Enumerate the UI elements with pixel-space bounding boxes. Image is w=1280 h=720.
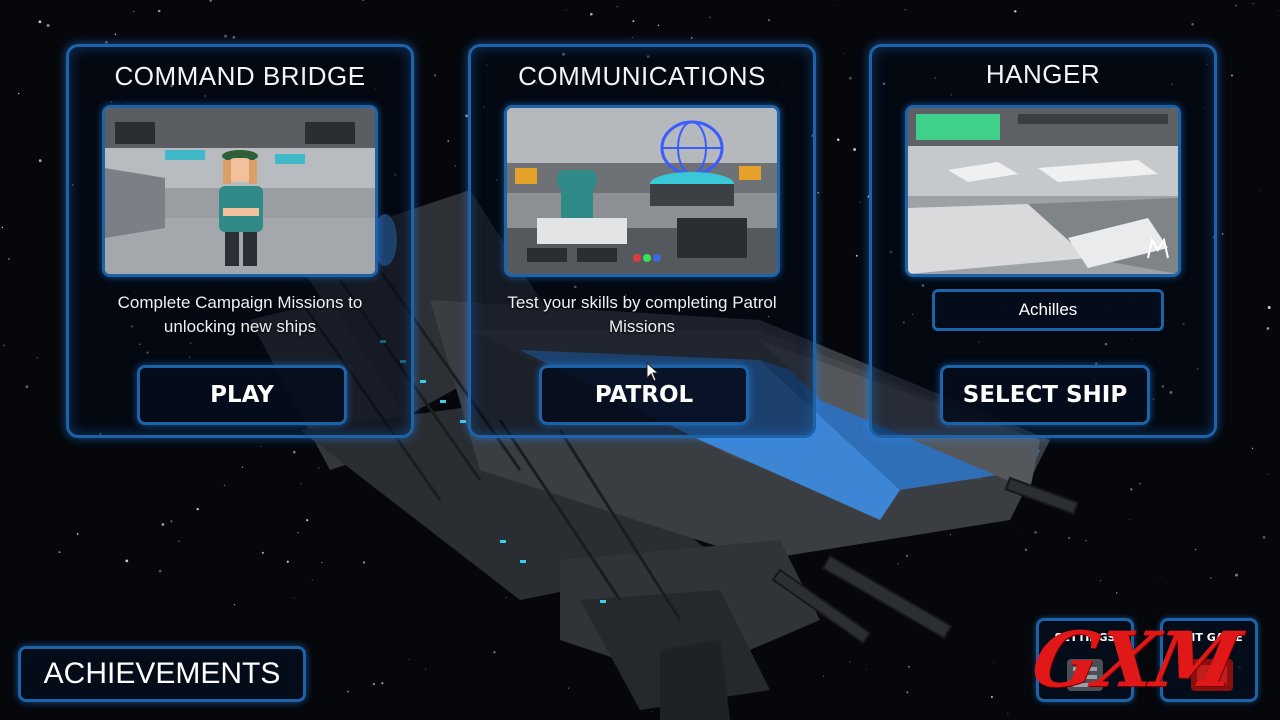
command-bridge-title: COMMAND BRIDGE: [114, 61, 366, 91]
exit-game-label: EXIT GAME: [1175, 631, 1243, 644]
settings-label: SETTINGS: [1054, 631, 1116, 644]
play-button[interactable]: PLAY: [137, 365, 347, 425]
selected-ship-dropdown[interactable]: Achilles: [932, 289, 1164, 331]
mouse-cursor-icon: [646, 362, 660, 382]
select-ship-button[interactable]: SELECT SHIP: [940, 365, 1150, 425]
command-bridge-description: Complete Campaign Missions to unlocking …: [117, 293, 363, 336]
communications-panel: COMMUNICATIONS: [468, 44, 816, 438]
communications-title: COMMUNICATIONS: [518, 61, 766, 91]
command-bridge-panel: COMMAND BRIDGE Complete Campaign Mission…: [66, 44, 414, 438]
gxm-watermark-logo: GXM: [1024, 615, 1246, 704]
patrol-button[interactable]: PATROL: [539, 365, 749, 425]
hanger-panel: HANGER Achilles SELECT SHIP: [869, 44, 1217, 438]
achievements-button[interactable]: ACHIEVEMENTS: [18, 646, 306, 702]
communications-preview-image: [504, 105, 780, 277]
communications-description: Test your skills by completing Patrol Mi…: [507, 293, 777, 336]
settings-button[interactable]: SETTINGS: [1036, 618, 1134, 702]
exit-game-button[interactable]: EXIT GAME: [1160, 618, 1258, 702]
hanger-title: HANGER: [985, 59, 1101, 89]
settings-icon: [1067, 659, 1103, 691]
exit-icon: [1191, 659, 1233, 691]
hanger-preview-image: [905, 105, 1181, 277]
command-bridge-preview-image: [102, 105, 378, 277]
